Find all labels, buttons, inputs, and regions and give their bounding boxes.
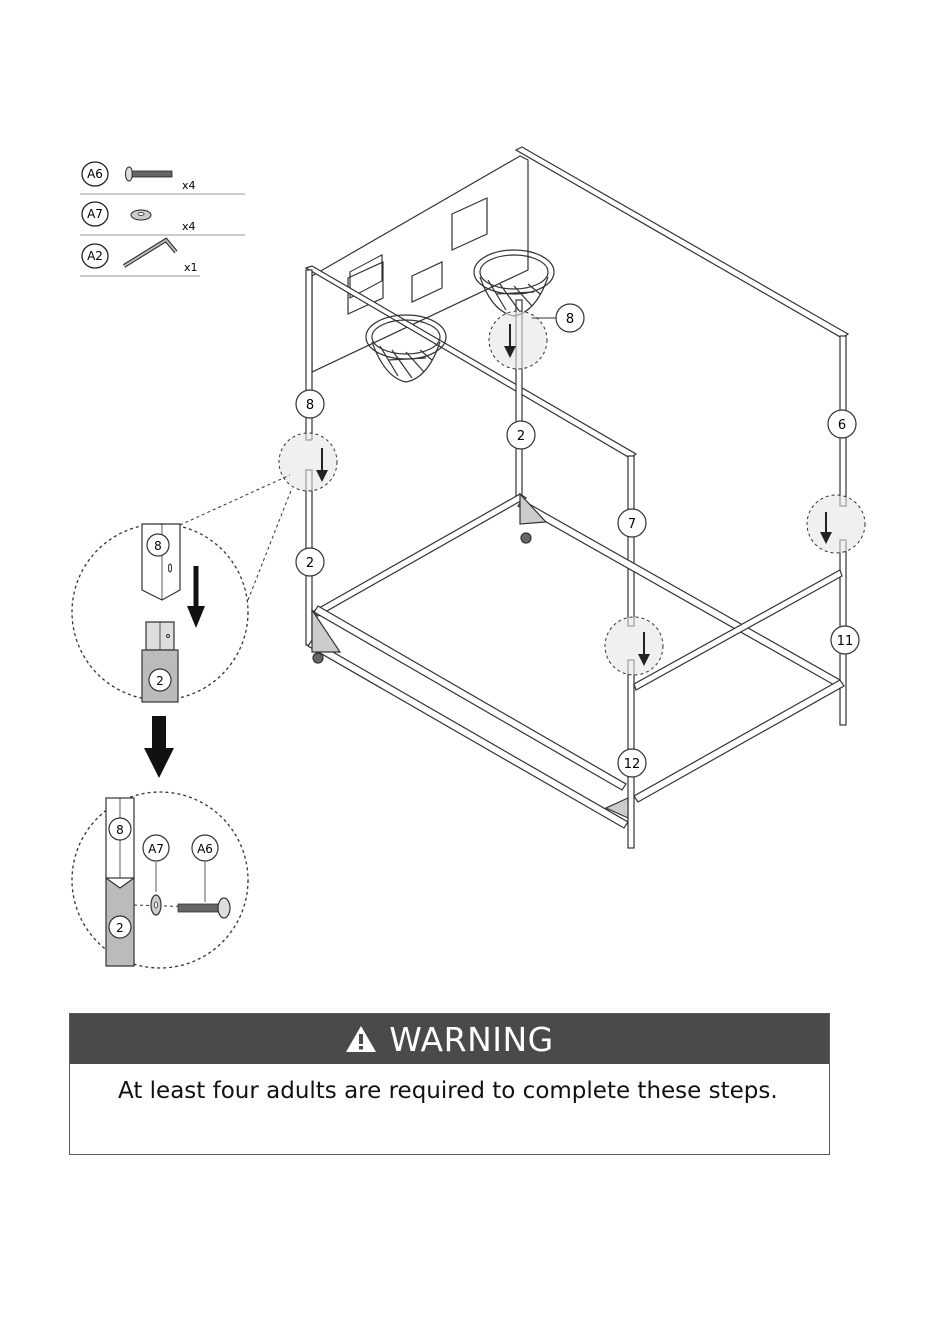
washer-icon [131, 210, 151, 220]
warning-header: WARNING [70, 1014, 829, 1064]
warning-box: WARNING At least four adults are require… [69, 1013, 830, 1155]
frame-assembly [306, 147, 848, 848]
post-front-right-upper [628, 456, 634, 626]
part-qty: x4 [182, 179, 196, 192]
part-id-label: A7 [87, 207, 103, 221]
bottom-inner-rail [314, 606, 626, 790]
bottom-rail-front-right [634, 680, 844, 802]
detail-part-label: 8 [116, 823, 124, 837]
callout-label: 11 [837, 634, 854, 649]
part-row-a7: A7 x4 [82, 202, 196, 233]
part-row-a6: A6 x4 [82, 162, 196, 192]
part-qty: x1 [184, 261, 198, 274]
detail-part-label: A6 [197, 842, 213, 856]
detail-part-label: 2 [116, 921, 124, 935]
connection-highlights [279, 311, 865, 675]
frame-callouts: 8 8 2 6 2 7 11 12 [296, 304, 859, 777]
callout-label: 8 [566, 312, 574, 327]
bottom-rail-back-left [312, 494, 526, 616]
part-row-a2: A2 x1 [82, 240, 198, 274]
callout-label: 6 [838, 418, 846, 433]
callout-label: 8 [306, 398, 314, 413]
bottom-rail-center-diag [518, 500, 840, 686]
warning-title: WARNING [389, 1020, 554, 1059]
callout-label: 2 [306, 556, 314, 571]
caster-wheel [313, 653, 323, 663]
callout-label: 12 [624, 757, 641, 772]
corner-gusset [520, 494, 546, 524]
down-arrow-icon [144, 716, 174, 778]
detail-view-2: 8 2 A7 A6 [72, 792, 248, 968]
part-id-label: A2 [87, 249, 103, 263]
warning-message: At least four adults are required to com… [118, 1078, 778, 1104]
warning-triangle-icon [345, 1025, 377, 1053]
bolt-icon [126, 167, 173, 181]
detail-part-label: A7 [148, 842, 164, 856]
callout-label: 7 [628, 517, 636, 532]
part-qty: x4 [182, 220, 196, 233]
detail-part-label: 8 [154, 539, 162, 553]
detail-view-1: 8 2 [72, 475, 292, 702]
caster-wheel [521, 533, 531, 543]
assembly-diagram: A6 x4 A7 x4 A2 x1 [0, 0, 933, 1000]
parts-list: A6 x4 A7 x4 A2 x1 [80, 162, 245, 276]
part-id-label: A6 [87, 167, 103, 181]
callout-label: 2 [517, 429, 525, 444]
detail-part-label: 2 [156, 674, 164, 688]
bottom-rail-front [308, 640, 628, 828]
allen-key-icon [124, 240, 176, 266]
